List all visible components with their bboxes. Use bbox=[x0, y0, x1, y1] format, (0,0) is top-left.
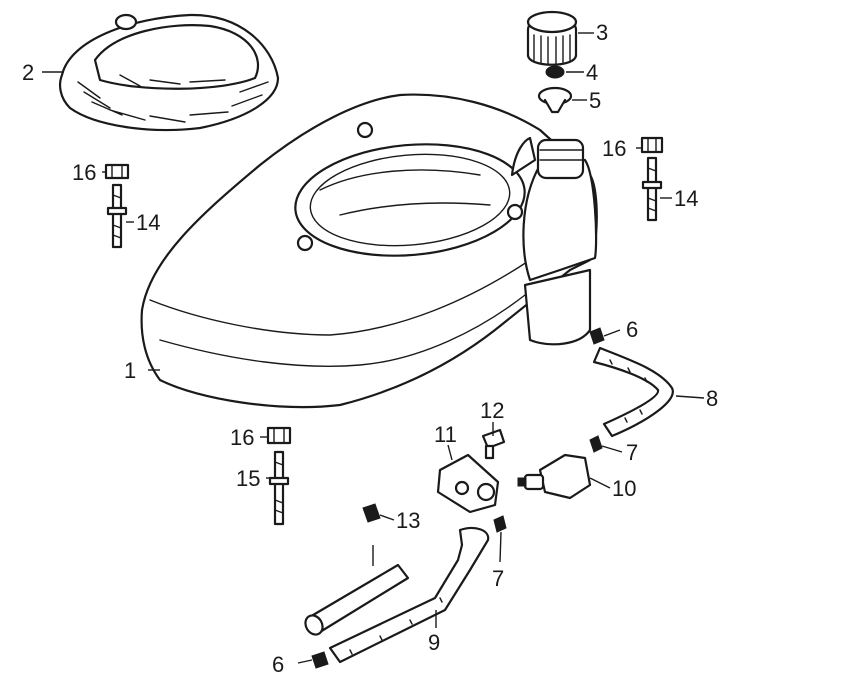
callout-6-lower: 6 bbox=[272, 652, 284, 677]
callout-1: 1 bbox=[124, 358, 136, 383]
callout-12: 12 bbox=[480, 398, 504, 423]
hose-segment bbox=[304, 563, 410, 636]
valve-bracket bbox=[436, 453, 500, 514]
bracket-bolt bbox=[481, 428, 506, 460]
nut-lower bbox=[266, 426, 292, 445]
starter-cover bbox=[59, 13, 280, 132]
callout-2: 2 bbox=[22, 60, 34, 85]
callout-14-left: 14 bbox=[136, 210, 160, 235]
fan-housing bbox=[140, 93, 598, 409]
stud-lower bbox=[268, 450, 290, 526]
callout-16-lower: 16 bbox=[230, 425, 254, 450]
stud-right bbox=[641, 156, 663, 222]
fuel-valve bbox=[517, 453, 592, 500]
hose-clip-lower bbox=[493, 515, 507, 533]
callout-6-upper: 6 bbox=[626, 317, 638, 342]
callout-4: 4 bbox=[586, 60, 598, 85]
stud-left bbox=[106, 183, 128, 249]
callout-7-right: 7 bbox=[626, 440, 638, 465]
callout-5: 5 bbox=[589, 88, 601, 113]
hose-clip-right bbox=[589, 435, 603, 453]
fuel-cap bbox=[526, 10, 578, 66]
fuel-hose-upper bbox=[592, 346, 674, 438]
callout-9: 9 bbox=[428, 630, 440, 655]
nut-right-upper bbox=[640, 136, 664, 154]
callout-11: 11 bbox=[434, 422, 457, 447]
fuel-hose-lower bbox=[328, 526, 490, 664]
callout-16-right: 16 bbox=[602, 136, 626, 161]
fuel-strainer bbox=[537, 86, 573, 114]
hose-clip-upper bbox=[589, 327, 605, 345]
callout-13: 13 bbox=[396, 508, 420, 533]
callout-10: 10 bbox=[612, 476, 636, 501]
callout-3: 3 bbox=[596, 20, 608, 45]
callout-14-right: 14 bbox=[674, 186, 698, 211]
callout-15: 15 bbox=[236, 466, 260, 491]
callout-16-left: 16 bbox=[72, 160, 96, 185]
callout-7-lower: 7 bbox=[492, 566, 504, 591]
cap-washer bbox=[545, 65, 565, 79]
hose-clip-bottom bbox=[311, 651, 329, 669]
nut-left-upper bbox=[104, 163, 130, 180]
callout-8: 8 bbox=[706, 386, 718, 411]
hose-clip-13 bbox=[362, 503, 381, 523]
